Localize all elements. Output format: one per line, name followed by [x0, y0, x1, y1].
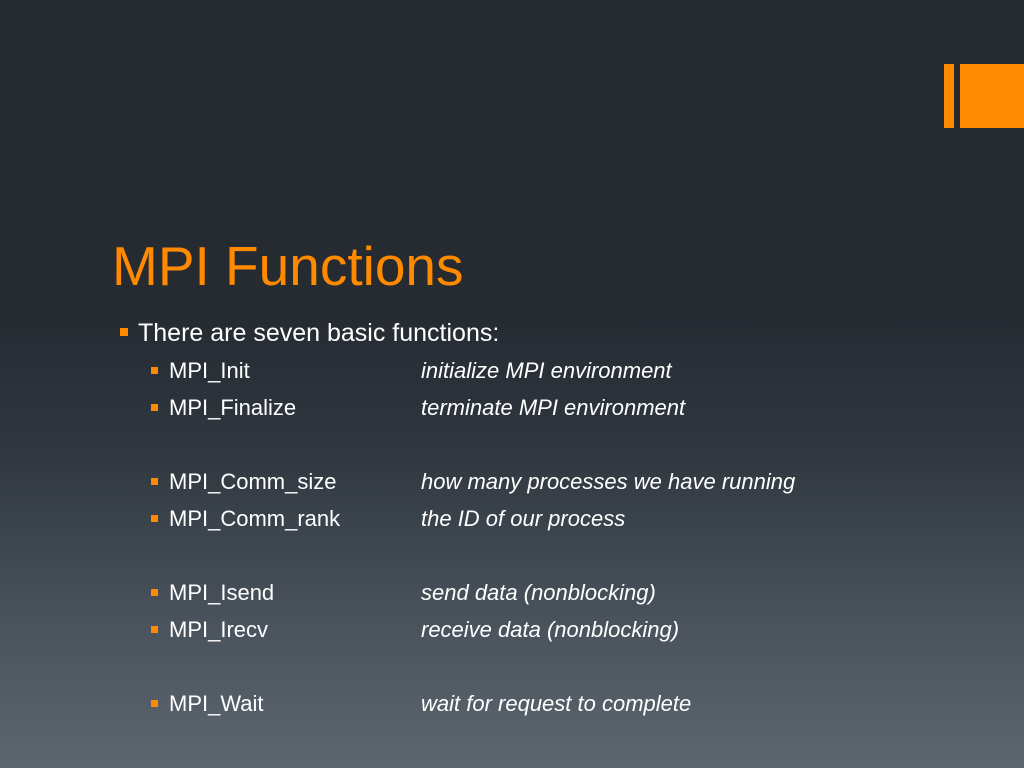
function-description: wait for request to complete: [421, 691, 692, 716]
function-description: send data (nonblocking): [421, 580, 656, 605]
function-row: MPI_Comm_size how many processes we have …: [151, 463, 1000, 500]
slide-title: MPI Functions: [112, 235, 464, 297]
function-name: MPI_Init: [169, 358, 250, 383]
function-description: initialize MPI environment: [421, 358, 672, 383]
square-bullet-icon: [151, 515, 158, 522]
bullet-text: There are seven basic functions:: [138, 319, 500, 347]
bullet-level-1: There are seven basic functions:: [120, 314, 1000, 352]
function-name: MPI_Isend: [169, 580, 275, 605]
function-name: MPI_Irecv: [169, 617, 269, 642]
list-spacer: [151, 648, 1000, 685]
square-bullet-icon: [151, 700, 158, 707]
function-description: terminate MPI environment: [421, 395, 686, 420]
square-bullet-icon: [151, 404, 158, 411]
square-bullet-icon: [120, 328, 128, 336]
function-description: receive data (nonblocking): [421, 617, 680, 642]
list-spacer: [151, 537, 1000, 574]
function-row: MPI_Wait wait for request to complete: [151, 685, 1000, 722]
function-row: MPI_Init initialize MPI environment: [151, 352, 1000, 389]
square-bullet-icon: [151, 589, 158, 596]
function-description: how many processes we have running: [421, 469, 796, 494]
square-bullet-icon: [151, 626, 158, 633]
function-row: MPI_Irecv receive data (nonblocking): [151, 611, 1000, 648]
function-name: MPI_Comm_rank: [169, 506, 341, 531]
square-bullet-icon: [151, 478, 158, 485]
function-description: the ID of our process: [421, 506, 626, 531]
accent-bar-thin: [944, 64, 954, 128]
function-row: MPI_Finalize terminate MPI environment: [151, 389, 1000, 426]
function-row: MPI_Isend send data (nonblocking): [151, 574, 1000, 611]
accent-bar-thick: [960, 64, 1024, 128]
square-bullet-icon: [151, 367, 158, 374]
function-name: MPI_Finalize: [169, 395, 297, 420]
function-name: MPI_Comm_size: [169, 469, 337, 494]
function-name: MPI_Wait: [169, 691, 264, 716]
list-spacer: [151, 426, 1000, 463]
function-row: MPI_Comm_rank the ID of our process: [151, 500, 1000, 537]
slide-content: There are seven basic functions: MPI_Ini…: [120, 314, 1000, 722]
